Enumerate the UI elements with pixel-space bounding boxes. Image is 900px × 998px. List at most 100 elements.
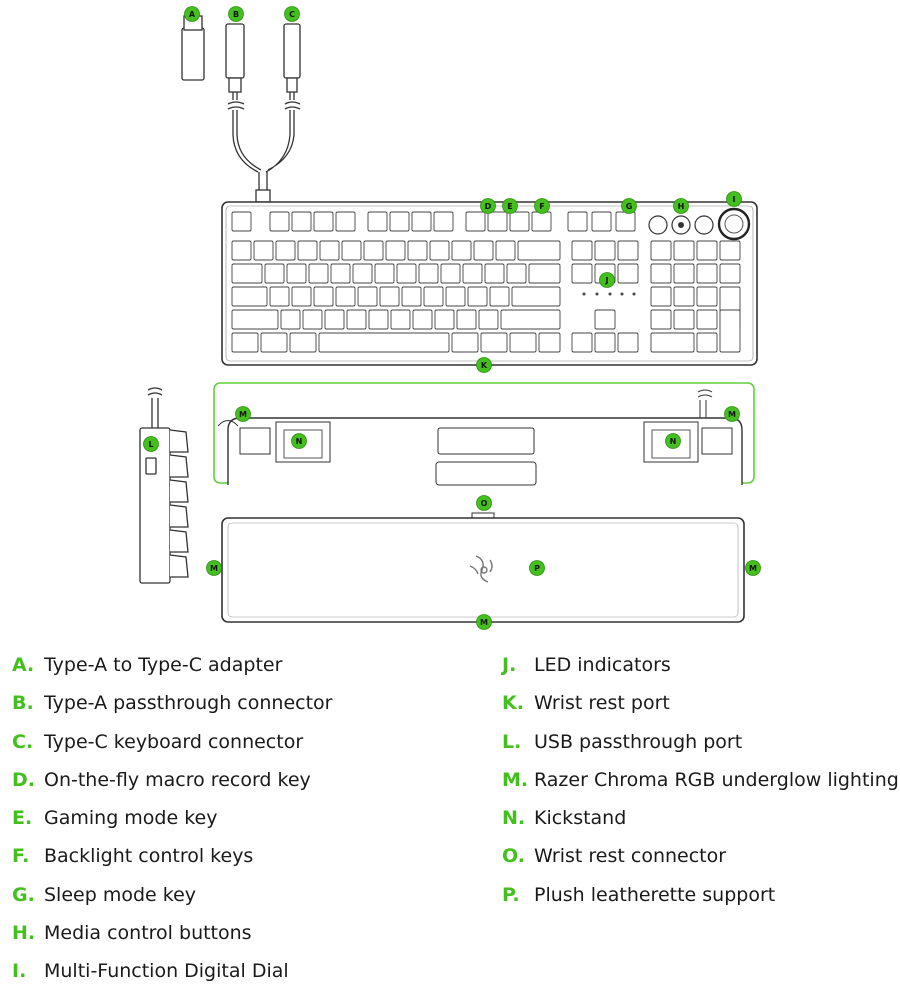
callout-i: I: [726, 191, 742, 207]
keycap: [231, 263, 263, 284]
keycap: [302, 309, 323, 330]
keycap: [594, 332, 616, 353]
keycap: [231, 240, 252, 261]
keycap: [594, 309, 616, 330]
callout-label: E: [507, 202, 512, 211]
callout-m: M: [206, 560, 222, 576]
keycap: [478, 309, 499, 330]
callout-label: C: [289, 10, 295, 19]
legend-item: G.Sleep mode key: [12, 876, 333, 914]
wrist-rest: [221, 517, 745, 623]
keycap: [269, 211, 290, 232]
keycap: [489, 286, 510, 307]
keycap: [445, 286, 466, 307]
keycap: [594, 240, 616, 261]
keycap: [567, 211, 588, 232]
legend-item: P.Plush leatherette support: [502, 876, 899, 914]
callout-m: M: [724, 406, 740, 422]
callout-n: N: [665, 433, 681, 449]
keycap: [509, 332, 537, 353]
callout-label: M: [728, 410, 736, 419]
callout-label: M: [210, 564, 218, 573]
keycap: [313, 286, 334, 307]
legend-item: N.Kickstand: [502, 799, 899, 837]
side-keycap: [169, 454, 189, 478]
callout-label: M: [749, 564, 757, 573]
side-keycap: [169, 504, 189, 528]
keycap: [318, 332, 450, 353]
legend-item: D. On-the-fly macro record key: [12, 761, 333, 799]
legend-letter: B.: [12, 692, 34, 715]
keycap: [673, 240, 695, 261]
callout-n: N: [291, 433, 307, 449]
callout-o: O: [476, 495, 492, 511]
legend-text: Type-C keyboard connector: [44, 730, 304, 753]
legend-item: J.LED indicators: [502, 646, 899, 684]
keycap: [517, 240, 561, 261]
callout-c: C: [284, 6, 300, 22]
legend-item: L.USB passthrough port: [502, 723, 899, 761]
keycap: [571, 263, 593, 284]
legend-item: B.Type-A passthrough connector: [12, 684, 333, 722]
keycap: [423, 286, 444, 307]
callout-m: M: [235, 406, 251, 422]
keycap: [275, 240, 296, 261]
callout-label: N: [670, 437, 677, 446]
keycap: [673, 263, 695, 284]
callout-l: L: [143, 436, 159, 452]
side-keycap: [169, 529, 189, 553]
keycap: [615, 211, 636, 232]
keycap: [506, 263, 527, 284]
legend-text: USB passthrough port: [534, 730, 743, 753]
legend-text: Backlight control keys: [44, 845, 254, 868]
legend-item: C. Type-C keyboard connector: [12, 723, 333, 761]
legend-text: Sleep mode key: [44, 883, 196, 906]
legend-text: Gaming mode key: [44, 807, 218, 830]
keycap: [696, 286, 718, 307]
callout-label: P: [534, 564, 540, 573]
legend-item: O.Wrist rest connector: [502, 837, 899, 875]
legend-text: On-the-fly macro record key: [44, 768, 311, 791]
callout-label: B: [233, 10, 239, 19]
callout-label: K: [481, 361, 488, 370]
keycap: [571, 332, 593, 353]
legend-letter: C.: [12, 730, 34, 753]
callout-label: M: [480, 618, 488, 627]
keycap: [231, 286, 268, 307]
legend-letter: D.: [12, 768, 35, 791]
keycap: [591, 211, 612, 232]
legend-letter: K.: [502, 692, 524, 715]
callout-m: M: [476, 614, 492, 630]
callout-label: H: [678, 202, 685, 211]
callout-label: O: [481, 499, 488, 508]
keycap: [719, 309, 741, 353]
keycap: [511, 286, 561, 307]
callout-label: F: [539, 202, 544, 211]
keycap: [509, 211, 530, 232]
keycap: [650, 309, 672, 330]
legend-letter: E.: [12, 807, 33, 830]
keycap: [429, 240, 450, 261]
legend-item: K.Wrist rest port: [502, 684, 899, 722]
keycap: [346, 309, 367, 330]
keycap: [484, 263, 505, 284]
keycap: [231, 332, 259, 353]
razer-logo: [469, 555, 493, 583]
legend-letter: M.: [502, 768, 529, 791]
keycap: [650, 263, 672, 284]
callout-label: I: [733, 195, 736, 204]
keycap: [363, 240, 384, 261]
callout-d: D: [480, 198, 496, 214]
keycap: [264, 263, 285, 284]
callout-p: P: [529, 560, 545, 576]
keycap: [291, 286, 312, 307]
keycap: [330, 263, 351, 284]
callout-label: M: [239, 410, 247, 419]
keycap: [617, 240, 639, 261]
legend-text: Plush leatherette support: [534, 883, 776, 906]
keycap: [617, 263, 639, 284]
callout-j: J: [599, 272, 615, 288]
keycap: [357, 286, 378, 307]
keycap: [379, 286, 400, 307]
